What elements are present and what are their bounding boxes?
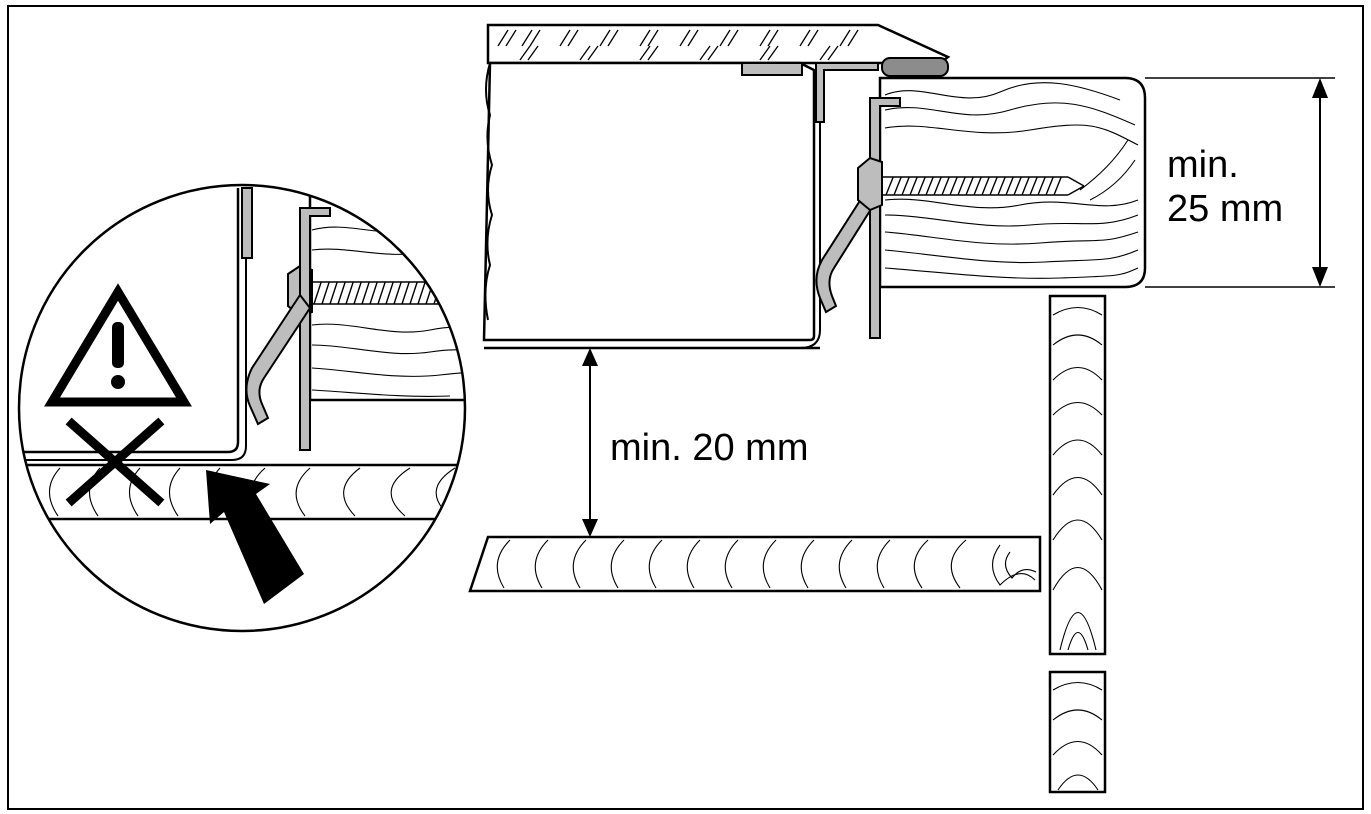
label-20mm: min. 20 mm [610,427,808,469]
label-25mm: 25 mm [1167,188,1283,230]
cross-icon [65,417,165,507]
mounting-clip [815,97,901,339]
worktop [878,76,1147,289]
dimension-20mm: min. 20 mm [582,348,808,537]
cooktop [482,23,951,350]
outer-frame [7,5,1364,810]
warning-triangle-icon [44,283,192,407]
screw [882,176,1085,196]
label-min: min. [1167,144,1239,186]
bottom-shelf-board [468,535,1042,593]
dimension-25mm: min. 25 mm [1145,77,1335,288]
arrow-icon [206,470,304,604]
cabinet-side-panel [1048,294,1107,794]
